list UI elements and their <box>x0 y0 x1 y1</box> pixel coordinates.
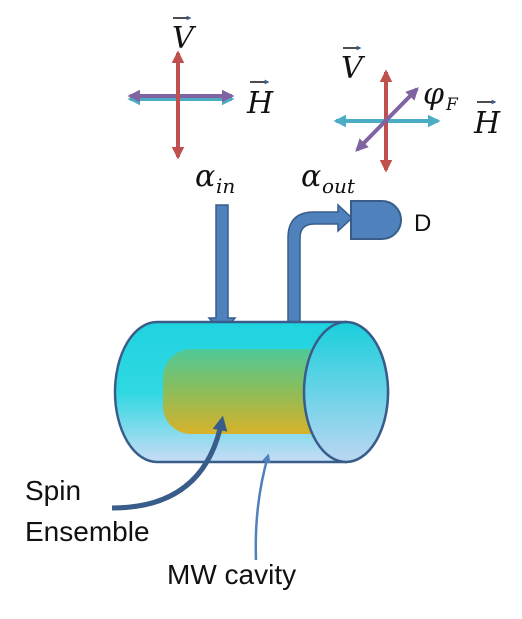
spin-label-line1: Spin <box>25 475 81 506</box>
detector-label: D <box>414 210 431 237</box>
svg-text:out: out <box>322 174 356 198</box>
spin-ensemble-pointer <box>111 415 228 511</box>
svg-text:α: α <box>195 159 215 194</box>
mw-cavity-pointer <box>254 453 271 561</box>
faraday-angle-symbol: φ <box>423 77 444 112</box>
cavity-end-cap <box>302 320 390 464</box>
input-beam-label: α in <box>195 159 235 198</box>
svg-text:in: in <box>216 174 235 198</box>
spin-label-line2: Ensemble <box>25 516 150 547</box>
svg-text:α: α <box>301 159 321 194</box>
detector-icon <box>350 200 402 240</box>
output-beam-arrow <box>287 203 354 323</box>
input-v-label: V <box>172 21 197 56</box>
input-h-label: H <box>246 86 274 121</box>
output-beam-label: α out <box>301 159 356 198</box>
output-h-label: H <box>473 106 501 141</box>
output-v-label: V <box>341 51 366 86</box>
output-polarization: V φ F H <box>333 45 501 173</box>
input-beam-arrow <box>207 204 237 335</box>
faraday-angle-subscript: F <box>445 95 459 115</box>
cavity-label: MW cavity <box>167 559 296 590</box>
input-polarization: V H <box>127 15 274 160</box>
output-rotated-arrow <box>355 87 419 152</box>
mw-cavity <box>113 320 390 464</box>
